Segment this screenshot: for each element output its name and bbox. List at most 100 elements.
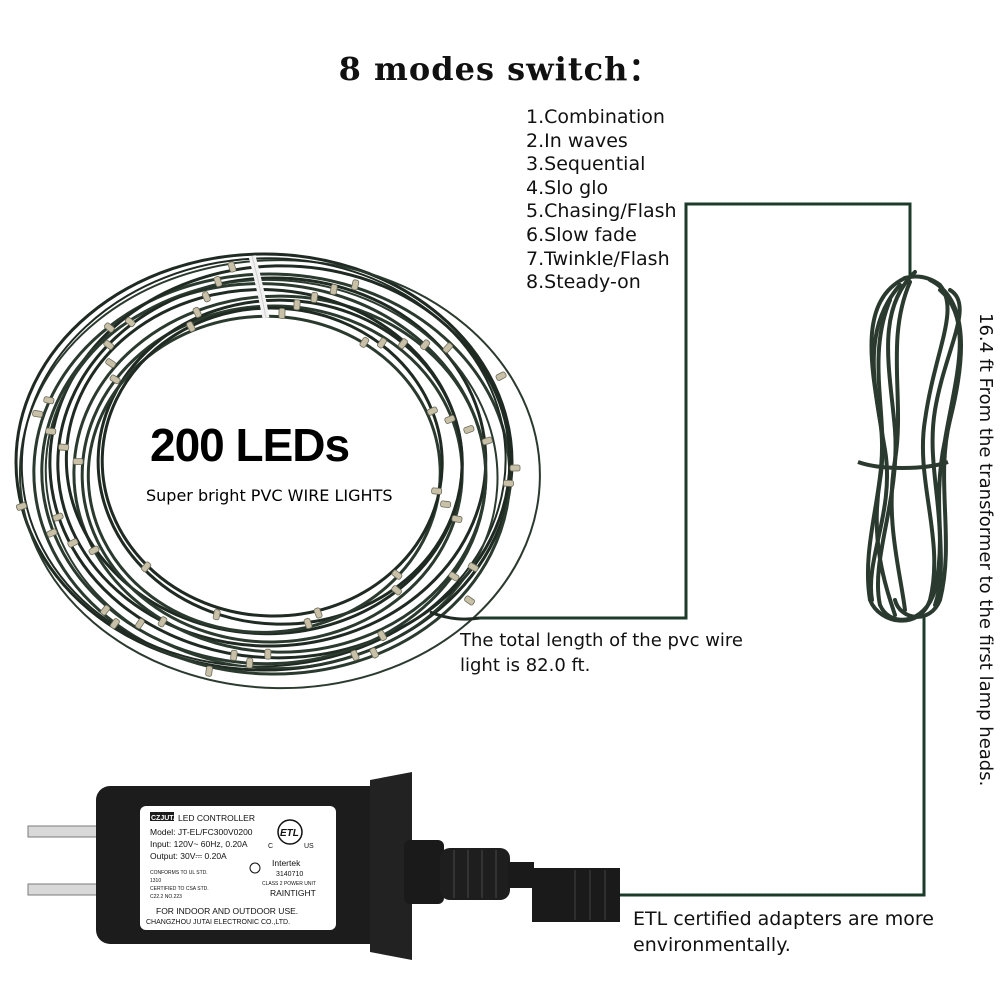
led-bead	[67, 538, 79, 548]
adapter-label	[140, 806, 336, 930]
led-bead	[227, 261, 237, 273]
wire-loop	[80, 304, 464, 644]
wire-loop	[14, 252, 514, 672]
led-bead	[52, 512, 64, 522]
label-brand: CZJUTAI	[151, 815, 180, 822]
mode-item: 2.In waves	[526, 129, 628, 152]
led-bead	[72, 458, 84, 465]
label-intertek: Intertek	[272, 858, 301, 868]
label-model: Model: JT-EL/FC300V0200	[150, 827, 253, 837]
mode-item: 6.Slow fade	[526, 223, 637, 246]
led-bead	[463, 425, 475, 434]
led-bead	[32, 410, 44, 418]
page-title: 8 modes switch：	[338, 50, 662, 88]
label-class2: CLASS 2 POWER UNIT	[262, 881, 316, 887]
label-maker: CHANGZHOU JUTAI ELECTRONIC CO.,LTD.	[146, 919, 290, 926]
leds-count-title: 200 LEDs	[150, 419, 350, 471]
led-bead	[448, 571, 460, 582]
wire-length-note: The total length of the pvc wire light i…	[460, 628, 743, 678]
led-bead	[192, 306, 202, 318]
wire-length-line: light is 82.0 ft.	[460, 655, 591, 676]
wire-loop	[100, 306, 444, 618]
led-bead	[45, 427, 57, 436]
label-ul-std: 1310	[150, 878, 161, 884]
wire-tail	[429, 610, 481, 621]
led-bead	[391, 585, 402, 596]
led-bead	[426, 406, 438, 416]
mode-item: 5.Chasing/Flash	[526, 200, 677, 223]
led-bead	[481, 436, 493, 446]
led-bead	[213, 275, 223, 288]
adapter-note-line: environmentally.	[633, 934, 791, 956]
led-bead	[58, 443, 70, 451]
led-bead	[264, 648, 272, 660]
wire-coil	[14, 252, 541, 690]
adapter-note-line: ETL certified adapters are more	[633, 908, 934, 930]
led-bead	[359, 336, 370, 348]
led-bead	[201, 291, 211, 303]
led-bead	[15, 502, 28, 511]
leds-subtitle: Super bright PVC WIRE LIGHTS	[146, 486, 393, 505]
led-bead	[303, 617, 313, 630]
label-intertek-no: 3140710	[276, 871, 303, 878]
led-bead	[100, 604, 111, 616]
led-bead	[109, 374, 121, 385]
etl-mark-icon	[277, 819, 303, 845]
led-bead	[377, 337, 387, 349]
led-bead	[88, 545, 100, 556]
led-bead	[141, 561, 152, 573]
led-bead	[329, 283, 338, 295]
wire-loop	[96, 298, 464, 626]
wire-loop	[72, 294, 488, 654]
label-output: Output: 30V⎓ 0.20A	[150, 851, 227, 861]
adapter-prong-bottom	[27, 883, 101, 896]
wire-loop	[86, 314, 442, 634]
led-bead	[451, 515, 463, 523]
led-bead	[419, 339, 431, 351]
led-bead	[464, 595, 475, 606]
label-raintight: RAINTIGHT	[270, 888, 316, 898]
label-certified: CERTIFIED TO CSA STD.	[150, 886, 209, 892]
led-bead	[124, 316, 136, 328]
led-bead	[212, 609, 221, 621]
led-bead	[467, 562, 479, 572]
label-input: Input: 120V~ 60Hz, 0.20A	[150, 839, 248, 849]
led-bead	[444, 414, 456, 424]
wire-loop	[44, 278, 499, 670]
label-etl-c: C	[268, 843, 273, 850]
label-conforms: CONFORMS TO UL STD.	[150, 870, 208, 876]
mode-item: 8.Steady-on	[526, 271, 641, 294]
label-etl-us: US	[304, 843, 314, 850]
led-bead	[440, 500, 452, 509]
led-bead	[391, 569, 403, 580]
led-bead	[350, 649, 360, 661]
connector-line-bottom	[618, 615, 926, 897]
led-bead	[509, 464, 521, 472]
led-bead	[46, 528, 58, 538]
led-bead	[205, 665, 213, 677]
modes-list: 1.Combination 2.In waves 3.Sequential 4.…	[526, 106, 677, 295]
power-symbol-icon	[249, 862, 261, 874]
led-bead	[293, 299, 301, 311]
mode-item: 4.Slo glo	[526, 176, 609, 199]
led-bead	[157, 616, 168, 628]
led-bead	[431, 487, 443, 495]
led-bead	[278, 307, 286, 319]
wire-loop	[48, 264, 512, 660]
led-bead	[398, 338, 409, 350]
led-bead	[442, 342, 453, 354]
led-bead	[103, 339, 115, 350]
wire-loop	[18, 259, 541, 690]
mode-item: 3.Sequential	[526, 153, 646, 176]
lead-length-note: 16.4 ft From the transformer to the firs…	[975, 313, 996, 787]
connector-line-top	[480, 202, 912, 620]
led-bead	[103, 322, 115, 333]
led-bead	[246, 657, 254, 669]
led-bead	[109, 618, 120, 629]
mode-item: 7.Twinkle/Flash	[526, 247, 670, 270]
wire-length-line: The total length of the pvc wire	[460, 630, 744, 651]
label-product: LED CONTROLLER	[178, 813, 255, 823]
led-bead	[135, 618, 145, 630]
led-bead	[503, 479, 514, 487]
